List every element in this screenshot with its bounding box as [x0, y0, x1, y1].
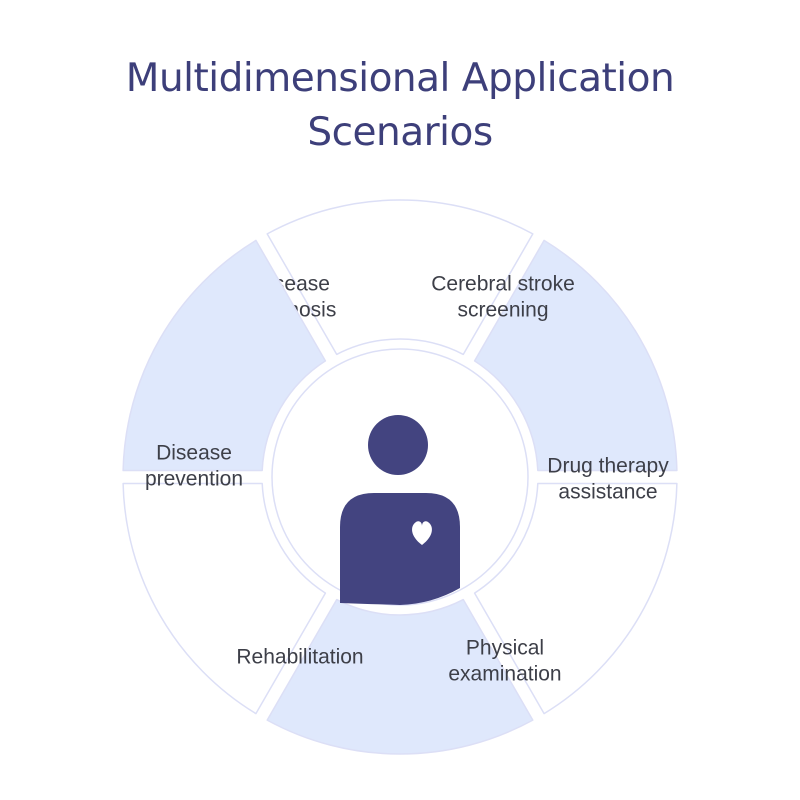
segment-5-shape [122, 239, 327, 472]
segment-4-shape [122, 482, 327, 715]
segment-5-label-line-1: prevention [145, 468, 243, 491]
segment-1-shape [473, 239, 678, 472]
segment-0-shape [266, 199, 534, 356]
segment-2-label-line-1: assistance [558, 481, 657, 504]
title-line-1: Multidimensional Application [125, 56, 675, 101]
segment-3-label-line-1: examination [448, 663, 561, 686]
person-head [368, 415, 428, 475]
segment-2-shape [473, 482, 678, 715]
segment-2-label-line-0: Drug therapy [547, 455, 669, 478]
person-body [340, 493, 460, 605]
segment-3-shape [266, 598, 534, 755]
segment-4-label-line-0: Rehabilitation [236, 646, 363, 669]
segment-1-label-line-1: screening [457, 299, 548, 322]
heart-icon [412, 521, 432, 545]
person-with-heart-icon [340, 415, 460, 605]
segment-3-label-line-0: Physical [466, 637, 544, 660]
page-title: Multidimensional Application Scenarios [0, 52, 800, 160]
segments-layer: DiseasediagnosisCerebral strokescreening… [122, 199, 678, 755]
title-line-2: Scenarios [307, 110, 493, 155]
segment-1-label-line-0: Cerebral stroke [431, 273, 575, 296]
segment-5-label-line-0: Disease [156, 442, 232, 465]
